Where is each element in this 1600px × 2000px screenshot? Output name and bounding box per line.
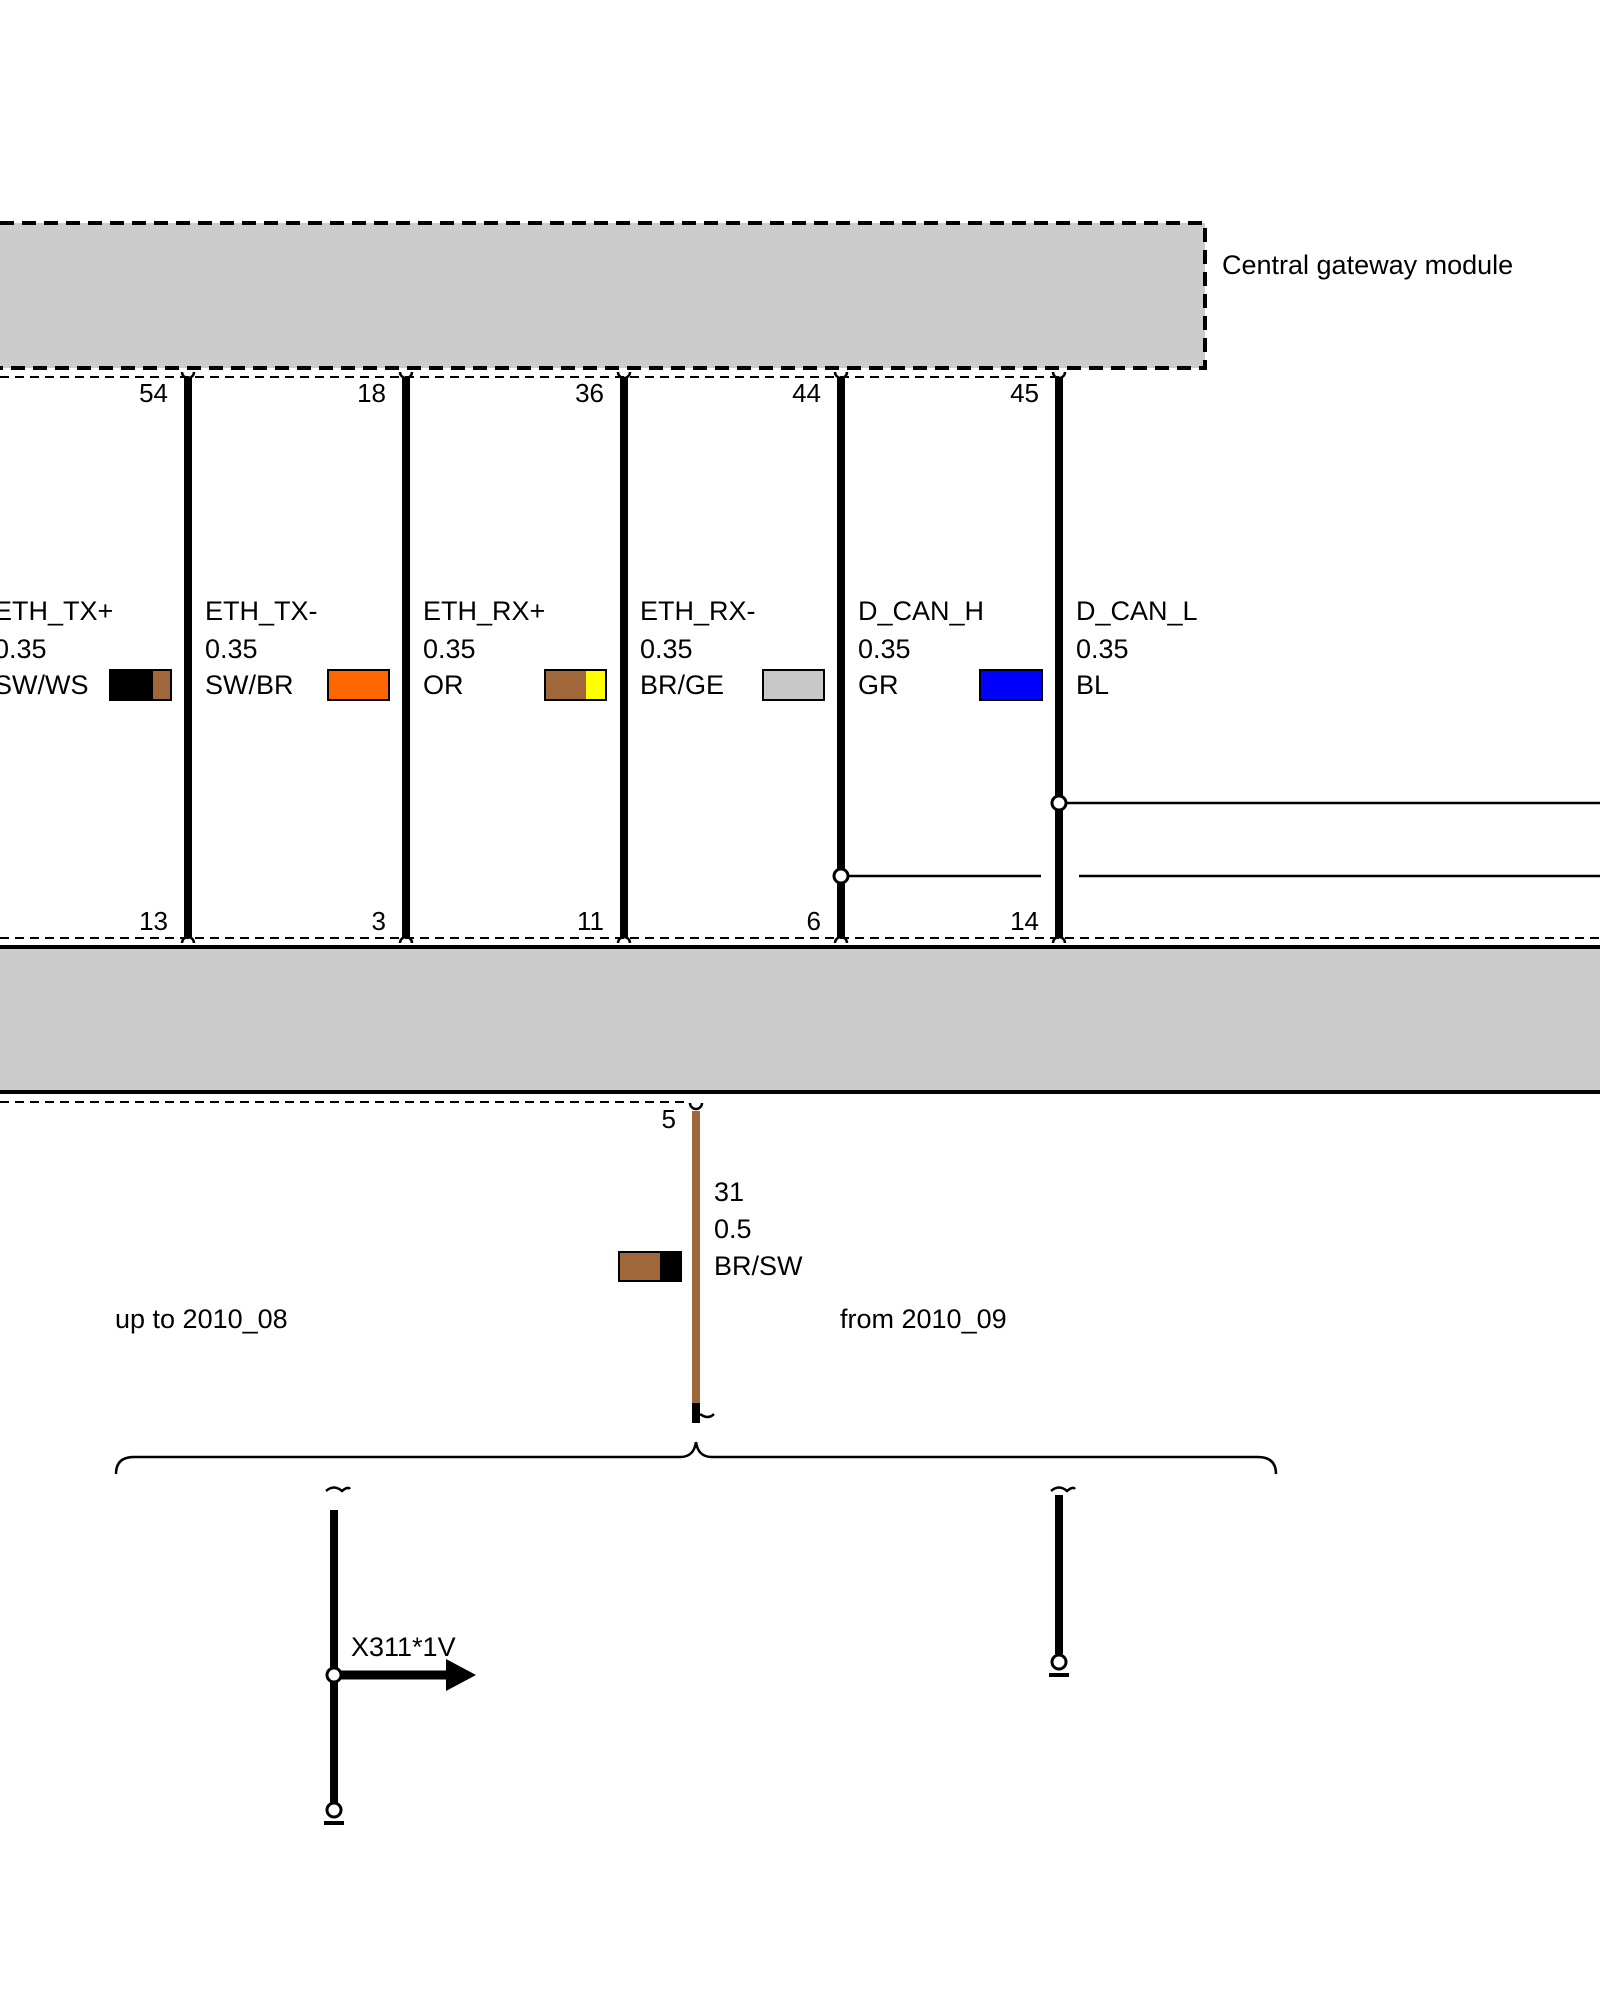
wire-label-group: ETH_TX+ 0.35 SW/WS xyxy=(0,596,113,700)
wire-size-label: 0.35 xyxy=(858,634,911,664)
pin-terminal-bottom xyxy=(398,935,414,944)
splice-dot xyxy=(1050,794,1068,812)
ground-wire: 5 31 0.5 BR/SW xyxy=(618,1102,803,1423)
splice-dot xyxy=(832,867,850,885)
color-swatch xyxy=(618,1251,682,1282)
bottom-module xyxy=(0,937,1600,1103)
pin-terminal-bottom xyxy=(616,935,632,944)
wire-break-mark xyxy=(1050,1486,1077,1493)
wire-d-can xyxy=(1050,371,1600,944)
wire-label-group: ETH_RX+ 0.35 OR xyxy=(423,596,545,700)
variant-label-right: from 2010_09 xyxy=(840,1304,1007,1334)
signal-label: D_CAN_H xyxy=(858,596,984,626)
signal-label: ETH_TX+ xyxy=(0,596,113,626)
pin-number: 11 xyxy=(577,906,604,936)
wire-label-group: D_CAN_H 0.35 GR xyxy=(858,596,984,700)
pin-number: 54 xyxy=(139,378,168,408)
wire-color-label: GR xyxy=(858,670,899,700)
pin-terminal-top xyxy=(1051,371,1067,380)
pin-number: 5 xyxy=(662,1104,676,1134)
pin-number: 13 xyxy=(139,906,168,936)
wire-color-label: BL xyxy=(1076,670,1109,700)
wire-labels: ETH_TX+ 0.35 SW/WS ETH_TX- 0.35 SW/BR ET… xyxy=(0,596,1198,700)
wire-size-label: 0.35 xyxy=(0,634,47,664)
pin-number: 3 xyxy=(372,906,386,936)
module-name-label: Central gateway module xyxy=(1222,250,1513,280)
pin-terminal-bottom xyxy=(1051,935,1067,944)
connector-label: X311*1V xyxy=(351,1632,456,1662)
wire-size-label: 0.5 xyxy=(714,1214,752,1244)
wire-size-label: 0.35 xyxy=(640,634,693,664)
wire-color-label: SW/WS xyxy=(0,670,89,700)
central-gateway-module: Central gateway module xyxy=(0,221,1513,378)
signal-label: D_CAN_L xyxy=(1076,596,1198,626)
wire-eth-rx-minus xyxy=(832,371,1600,944)
variant-brace xyxy=(114,1441,1278,1475)
pin-numbers-bottom: 13 3 11 6 14 xyxy=(139,906,1039,936)
pin-number: 44 xyxy=(792,378,821,408)
ground-branch-right xyxy=(1049,1486,1077,1677)
wire-bundle xyxy=(180,371,1600,944)
wire-label-group: ETH_RX- 0.35 BR/GE xyxy=(640,596,756,700)
arrow-right-icon xyxy=(446,1659,476,1691)
wire-color-label: OR xyxy=(423,670,464,700)
color-swatch xyxy=(762,669,825,701)
color-swatch xyxy=(544,669,607,701)
pin-terminal-bottom xyxy=(833,935,849,944)
wire-size-label: 0.35 xyxy=(1076,634,1129,664)
wire-size-label: 0.35 xyxy=(423,634,476,664)
variant-label-left: up to 2010_08 xyxy=(115,1304,288,1334)
wire-eth-rx-plus xyxy=(616,371,632,944)
pin-number: 6 xyxy=(807,906,821,936)
pin-terminal-top xyxy=(833,371,849,380)
ground-point xyxy=(325,1801,343,1819)
pin-numbers-top: 54 18 36 44 45 xyxy=(139,378,1039,408)
splice-dot xyxy=(325,1666,343,1684)
pin-number: 45 xyxy=(1010,378,1039,408)
color-swatch xyxy=(979,669,1043,701)
wire-label-group: ETH_TX- 0.35 SW/BR xyxy=(205,596,318,700)
color-swatch xyxy=(327,669,390,701)
ground-point xyxy=(1050,1653,1068,1671)
signal-label: ETH_RX+ xyxy=(423,596,545,626)
pin-terminal-top xyxy=(616,371,632,380)
signal-label: ETH_RX- xyxy=(640,596,756,626)
wire-break-mark xyxy=(699,1412,715,1419)
wire-label-group: D_CAN_L 0.35 BL xyxy=(1076,596,1198,700)
pin-number: 18 xyxy=(357,378,386,408)
wire-eth-tx-minus xyxy=(398,371,414,944)
pin-terminal-top xyxy=(398,371,414,380)
wire-color-label: BR/SW xyxy=(714,1251,803,1281)
wire-size-label: 0.35 xyxy=(205,634,258,664)
color-swatch xyxy=(109,669,172,701)
ground-branch-left: X311*1V xyxy=(324,1486,476,1825)
wire-eth-tx-plus xyxy=(180,371,196,944)
pin-terminal xyxy=(688,1102,704,1111)
pin-terminal-top xyxy=(180,371,196,380)
wire-color-label: BR/GE xyxy=(640,670,724,700)
wire-break-mark xyxy=(325,1486,352,1493)
signal-label: 31 xyxy=(714,1177,744,1207)
pin-terminal-bottom xyxy=(180,935,196,944)
pin-number: 14 xyxy=(1010,906,1039,936)
wire-color-label: SW/BR xyxy=(205,670,294,700)
pin-number: 36 xyxy=(575,378,604,408)
signal-label: ETH_TX- xyxy=(205,596,318,626)
color-swatches xyxy=(109,669,1043,701)
